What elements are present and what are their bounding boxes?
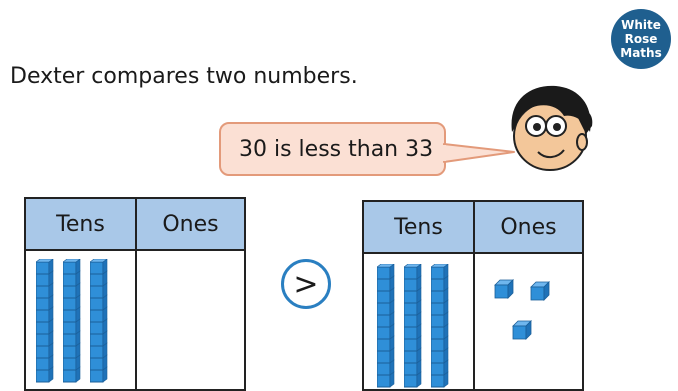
one-cube [494, 279, 514, 299]
ten-rod [36, 259, 54, 383]
question-text: Dexter compares two numbers. [10, 64, 358, 89]
right-tens-rods [364, 264, 473, 390]
ten-rod [90, 259, 108, 383]
right-column-divider [473, 202, 475, 389]
left-ones-header: Ones [137, 199, 244, 251]
left-tens-rods [26, 259, 135, 389]
one-cube [530, 281, 550, 301]
ten-rod [431, 264, 449, 388]
left-place-value-chart: Tens Ones [24, 197, 246, 391]
dexter-face-icon [511, 85, 593, 171]
right-ones-cubes [475, 264, 582, 390]
right-ones-header: Ones [475, 202, 582, 254]
white-rose-maths-logo: White Rose Maths [611, 9, 671, 69]
logo-line-3: Maths [620, 46, 662, 60]
right-place-value-chart: Tens Ones [362, 200, 584, 391]
ten-rod [404, 264, 422, 388]
speech-bubble-tail [440, 143, 515, 163]
comparison-symbol: > [281, 259, 331, 309]
ten-rod [63, 259, 81, 383]
logo-line-2: Rose [624, 32, 658, 46]
right-tens-header: Tens [364, 202, 473, 254]
logo-line-1: White [621, 18, 661, 32]
speech-bubble: 30 is less than 33 [219, 122, 446, 176]
one-cube [512, 320, 532, 340]
left-tens-header: Tens [26, 199, 135, 251]
ten-rod [377, 264, 395, 388]
left-column-divider [135, 199, 137, 389]
speech-text: 30 is less than 33 [239, 136, 434, 162]
